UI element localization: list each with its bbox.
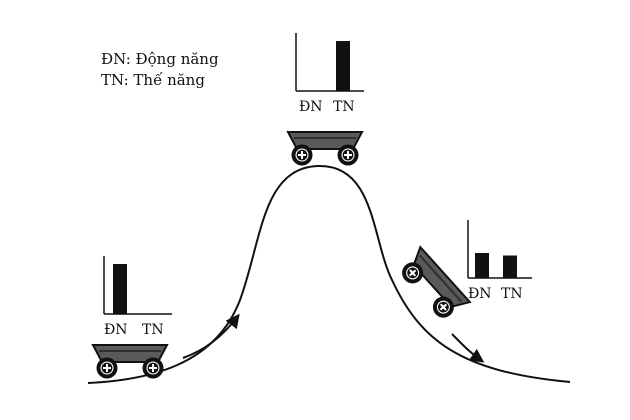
potential-label: TN bbox=[501, 286, 523, 302]
potential-energy-bar bbox=[336, 41, 350, 91]
cart-top bbox=[288, 132, 362, 166]
kinetic-energy-bar bbox=[475, 253, 489, 278]
energy-chart-slope: ĐN TN bbox=[467, 220, 532, 302]
kinetic-label: ĐN bbox=[468, 286, 492, 302]
energy-chart-bottom-left: ĐN TN bbox=[103, 256, 172, 338]
cart-bottom-left bbox=[93, 345, 167, 379]
energy-chart-top: ĐN TN bbox=[295, 33, 364, 115]
motion-arrow-down bbox=[451, 333, 485, 363]
legend-potential: TN: Thế năng bbox=[101, 71, 205, 89]
cart-slope bbox=[395, 247, 469, 324]
legend-kinetic: ĐN: Động năng bbox=[101, 50, 219, 68]
potential-energy-bar bbox=[503, 255, 517, 278]
motion-arrow-up bbox=[182, 313, 240, 359]
kinetic-label: ĐN bbox=[299, 99, 323, 115]
kinetic-label: ĐN bbox=[104, 322, 128, 338]
legend: ĐN: Động năng TN: Thế năng bbox=[101, 49, 219, 91]
kinetic-energy-bar bbox=[113, 264, 127, 314]
potential-label: TN bbox=[142, 322, 164, 338]
track-curve bbox=[87, 164, 571, 384]
potential-label: TN bbox=[333, 99, 355, 115]
